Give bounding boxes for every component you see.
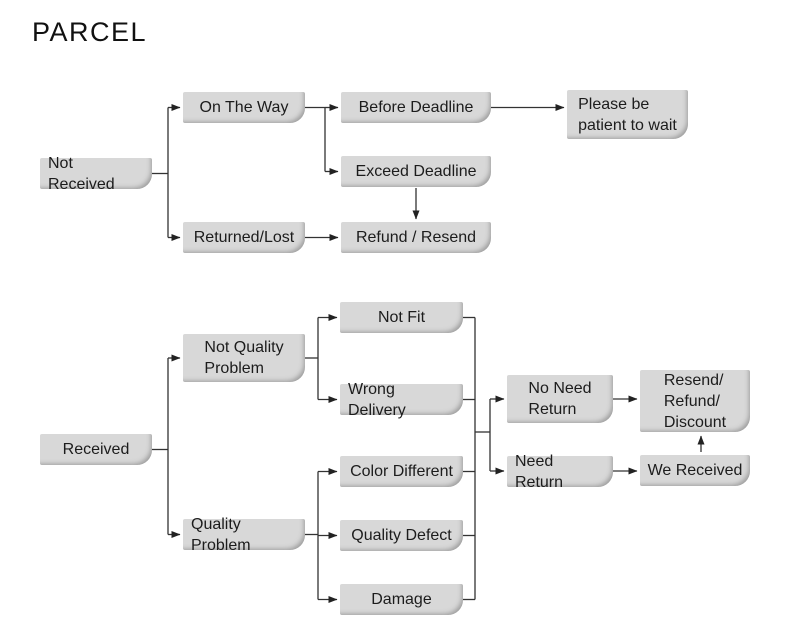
- page-title: PARCEL: [32, 17, 148, 47]
- node-not-quality-problem: Not Quality Problem: [183, 334, 305, 382]
- node-label: Damage: [371, 591, 432, 608]
- node-please-wait: Please be patient to wait: [567, 90, 688, 139]
- node-resend-refund-discount: Resend/ Refund/ Discount: [640, 370, 750, 432]
- node-label: Quality Problem: [191, 515, 251, 554]
- node-label: Quality Defect: [351, 527, 452, 544]
- node-not-received: Not Received: [40, 155, 152, 193]
- node-on-the-way: On The Way: [183, 92, 305, 123]
- node-returned-lost: Returned/Lost: [183, 222, 305, 253]
- node-we-received: We Received: [640, 455, 750, 486]
- node-label: Resend/ Refund/ Discount: [663, 371, 727, 431]
- node-no-need-return: No Need Return: [507, 375, 613, 423]
- node-quality-problem: Quality Problem: [183, 516, 305, 554]
- node-received: Received: [40, 434, 152, 465]
- node-refund-resend: Refund / Resend: [341, 222, 491, 253]
- node-label: Not Fit: [377, 309, 426, 326]
- node-color-different: Color Different: [340, 456, 463, 487]
- node-need-return: Need Return: [507, 453, 613, 491]
- node-wrong-delivery: Wrong Delivery: [340, 381, 463, 419]
- node-label: We Received: [647, 462, 743, 479]
- node-label: Please be patient to wait: [578, 95, 677, 134]
- node-label: Refund / Resend: [355, 229, 477, 246]
- node-label: Not Quality Problem: [204, 339, 284, 377]
- node-label: No Need Return: [528, 380, 592, 418]
- node-quality-defect: Quality Defect: [340, 520, 463, 551]
- node-label: Need Return: [515, 452, 564, 491]
- node-label: Received: [62, 441, 130, 458]
- node-label: Not Received: [48, 154, 115, 193]
- node-label: Color Different: [350, 463, 453, 480]
- node-label: Before Deadline: [358, 99, 474, 116]
- node-not-fit: Not Fit: [340, 302, 463, 333]
- node-label: Wrong Delivery: [348, 380, 406, 419]
- node-damage: Damage: [340, 584, 463, 615]
- node-label: Exceed Deadline: [355, 163, 477, 180]
- node-before-deadline: Before Deadline: [341, 92, 491, 123]
- node-label: Returned/Lost: [193, 229, 295, 246]
- node-label: On The Way: [199, 99, 289, 116]
- node-exceed-deadline: Exceed Deadline: [341, 156, 491, 187]
